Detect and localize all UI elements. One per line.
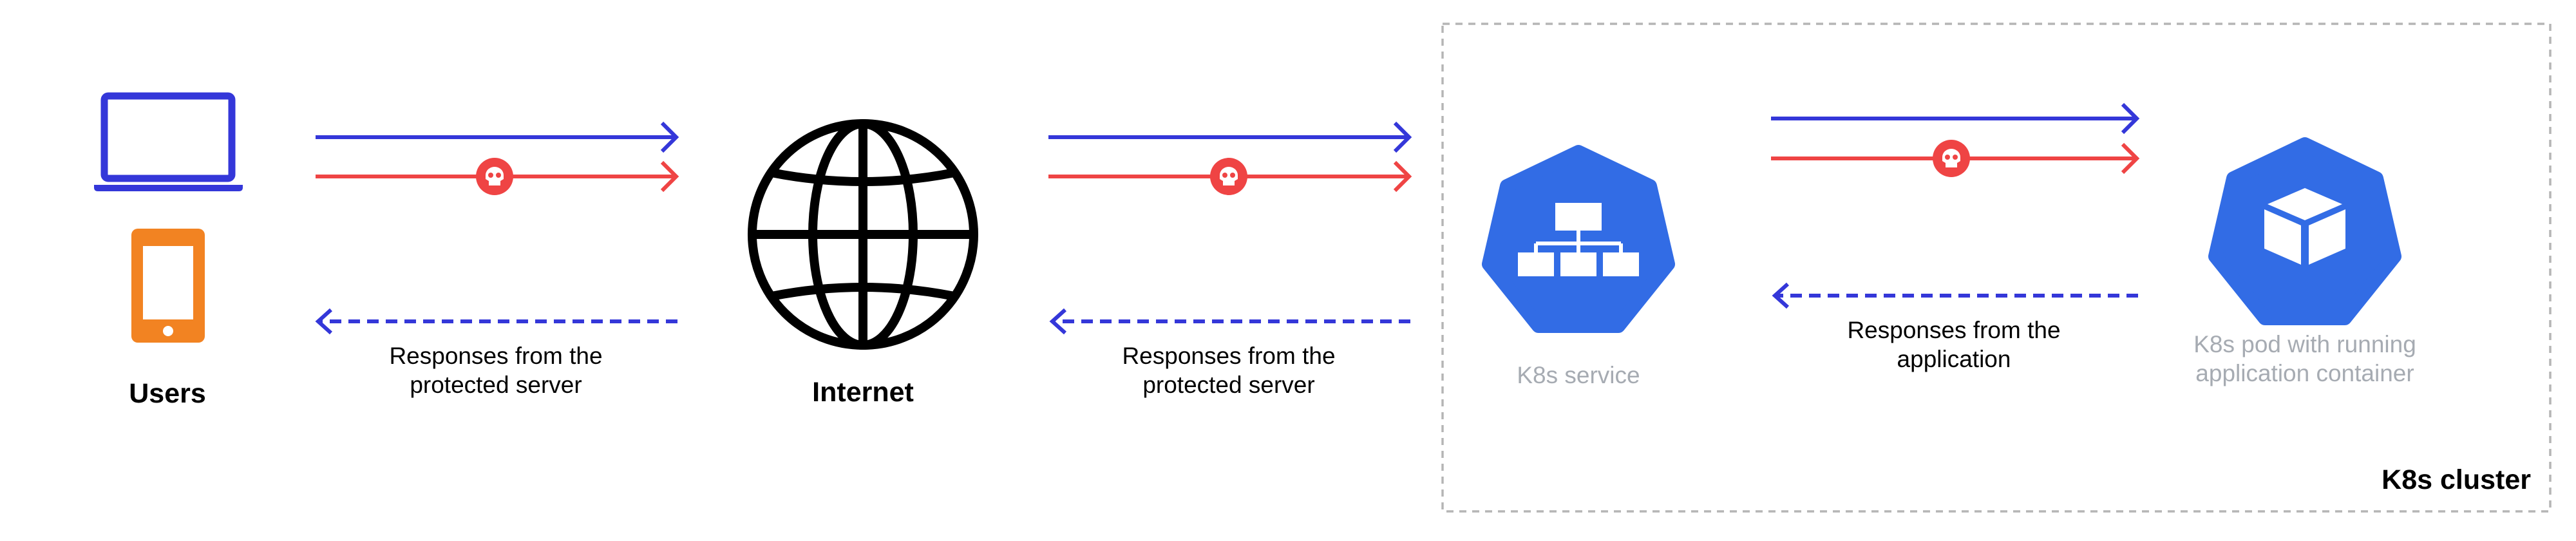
smartphone-icon (131, 229, 205, 343)
response-arrow-service-internet (1049, 308, 1410, 335)
skull-icon (1933, 140, 1970, 177)
response-label-internet-service: Responses from the protected server (1122, 343, 1336, 399)
skull-icon (1210, 158, 1247, 195)
cluster-title: K8s cluster (2382, 464, 2531, 495)
globe-icon (748, 119, 978, 350)
response-arrow-internet-users (315, 308, 677, 335)
internet-label: Internet (812, 377, 914, 408)
response-label-service-pod: Responses from the application (1847, 317, 2061, 373)
service-label: K8s service (1517, 362, 1640, 388)
request-arrow-users-internet (316, 121, 679, 153)
pod-label: K8s pod with running application contain… (2193, 331, 2416, 387)
response-label-users-internet: Responses from the protected server (389, 343, 603, 399)
request-arrow-service-pod (1771, 102, 2140, 135)
request-arrow-internet-service (1048, 121, 1412, 153)
skull-icon (476, 158, 513, 195)
laptop-icon (94, 92, 243, 191)
k8s-service-icon (1482, 145, 1675, 333)
k8s-pod-icon (2208, 137, 2401, 325)
response-arrow-pod-service (1772, 282, 2138, 309)
users-label: Users (129, 378, 206, 409)
cluster-boundary (1441, 23, 2552, 513)
